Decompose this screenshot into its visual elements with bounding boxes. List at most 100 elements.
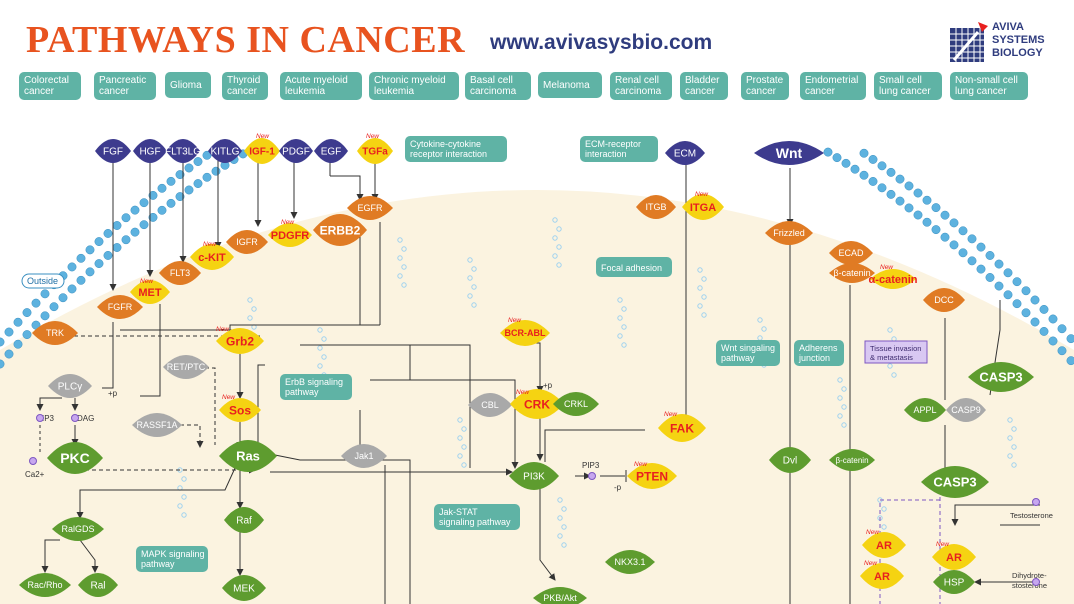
- bubble: [617, 333, 623, 339]
- node-grb2-0[interactable]: Grb2: [216, 328, 264, 354]
- ligand-ecm[interactable]: ECM: [665, 141, 705, 165]
- bubble: [887, 327, 893, 333]
- receptor-flt3-shape: [159, 261, 201, 285]
- node-casp3-26[interactable]: CASP3: [968, 362, 1034, 392]
- node-bcr-abl-13-label: BCR-ABL: [505, 328, 546, 338]
- node-jak1-12[interactable]: Jak1: [341, 444, 387, 468]
- membrane-bead: [940, 210, 950, 220]
- ligand-wnt[interactable]: Wnt: [754, 141, 824, 165]
- receptor-erbb2[interactable]: ERBB2: [313, 214, 367, 246]
- node-ralgds-9[interactable]: RalGDS: [52, 517, 104, 541]
- receptor-met[interactable]: MET: [130, 280, 170, 304]
- receptor-pdgfr[interactable]: PDGFR: [268, 223, 312, 247]
- node-rac-rho-10[interactable]: Rac/Rho: [19, 573, 71, 597]
- node-casp9-25[interactable]: CASP9: [946, 398, 986, 422]
- node-nkx3-1-20[interactable]: NKX3.1: [605, 550, 655, 574]
- pathway-link-focal-adhesion[interactable]: Focal adhesion: [596, 257, 672, 277]
- receptor-frizzled[interactable]: Frizzled: [765, 221, 813, 245]
- node-pkc-5[interactable]: PKC: [47, 442, 103, 474]
- pathway-link-line: interaction: [585, 149, 627, 159]
- tissue-invasion-box[interactable]: [864, 340, 928, 364]
- node-ar-30[interactable]: AR: [860, 563, 904, 589]
- cancer-chip-melanoma[interactable]: Melanoma: [538, 72, 602, 98]
- ligand-flt3lg[interactable]: FLT3LG: [165, 139, 201, 163]
- ligand-tgfa[interactable]: TGFa: [357, 138, 393, 164]
- node-casp3-27[interactable]: CASP3: [921, 466, 989, 498]
- receptor-catenin[interactable]: β-catenin: [829, 263, 875, 283]
- receptor-igfr[interactable]: IGFR: [226, 230, 268, 254]
- node-appl-24[interactable]: APPL: [904, 398, 946, 422]
- node-crk-15[interactable]: CRK: [510, 389, 564, 419]
- bubble: [247, 297, 253, 303]
- node-bcr-abl-13[interactable]: BCR-ABL: [500, 320, 550, 346]
- node-raf-7[interactable]: Raf: [224, 507, 264, 533]
- node-cbl-14[interactable]: CBL: [468, 393, 512, 417]
- membrane-bead: [202, 150, 212, 160]
- ligand-egf[interactable]: EGF: [314, 139, 348, 163]
- receptor-trk[interactable]: TRK: [32, 321, 78, 345]
- node-fak-17[interactable]: FAK: [658, 414, 706, 442]
- node-catenin-23[interactable]: β-catenin: [829, 449, 875, 471]
- node-pten-19[interactable]: PTEN: [627, 463, 677, 489]
- membrane-bead: [895, 174, 905, 184]
- node-ar-28[interactable]: AR: [862, 532, 906, 558]
- ligand-igf-1[interactable]: IGF-1: [244, 138, 280, 164]
- ligand-pdgf[interactable]: PDGF: [279, 139, 313, 163]
- node-ar-29[interactable]: AR: [932, 544, 976, 570]
- bubble: [397, 237, 403, 243]
- receptor-itga[interactable]: ITGA: [682, 194, 724, 220]
- edge: [370, 379, 519, 469]
- membrane-bead: [868, 176, 878, 186]
- bubble: [401, 282, 407, 288]
- receptor-flt3[interactable]: FLT3: [159, 261, 201, 285]
- ligand-kitlg[interactable]: KITLG: [208, 139, 242, 163]
- receptor-itgb[interactable]: ITGB: [636, 195, 676, 219]
- node-pi3k-18[interactable]: PI3K: [509, 462, 559, 490]
- cancer-chip-glioma[interactable]: Glioma: [165, 72, 211, 98]
- node-pkb-akt-21[interactable]: PKB/Akt: [533, 587, 587, 604]
- node-ral-11[interactable]: Ral: [78, 573, 118, 597]
- bubble: [697, 267, 703, 273]
- node-crkl-16[interactable]: CRKL: [553, 392, 599, 416]
- node-hsp-31[interactable]: HSP: [933, 570, 975, 594]
- receptor-ecad[interactable]: ECAD: [829, 241, 873, 265]
- node-sos-1[interactable]: Sos: [219, 398, 261, 422]
- receptor-c-kit[interactable]: c-KIT: [190, 244, 234, 270]
- node-mek-8[interactable]: MEK: [222, 575, 266, 601]
- receptor-catenin[interactable]: α-catenin: [869, 269, 918, 289]
- receptor-egfr[interactable]: EGFR: [347, 196, 393, 220]
- node-rassf1a-3[interactable]: RASSF1A: [132, 413, 182, 437]
- ligand-fgf[interactable]: FGF: [95, 139, 131, 163]
- node-plc-4[interactable]: PLCγ: [48, 374, 92, 398]
- website-url[interactable]: www.avivasysbio.com: [490, 31, 713, 54]
- ligand-ecm-label: ECM: [674, 149, 696, 160]
- membrane-bead: [0, 337, 5, 347]
- receptor-fgfr[interactable]: FGFR: [97, 295, 143, 319]
- receptor-dcc[interactable]: DCC: [923, 288, 965, 312]
- ligand-kitlg-label: KITLG: [211, 147, 240, 158]
- ligand-hgf[interactable]: HGF: [133, 139, 167, 163]
- node-ralgds-9-label: RalGDS: [61, 524, 94, 534]
- node-dvl-22[interactable]: Dvl: [769, 447, 811, 473]
- node-ras-6[interactable]: Ras: [219, 440, 277, 472]
- node-ret-ptc-2[interactable]: RET/PTC: [163, 355, 209, 379]
